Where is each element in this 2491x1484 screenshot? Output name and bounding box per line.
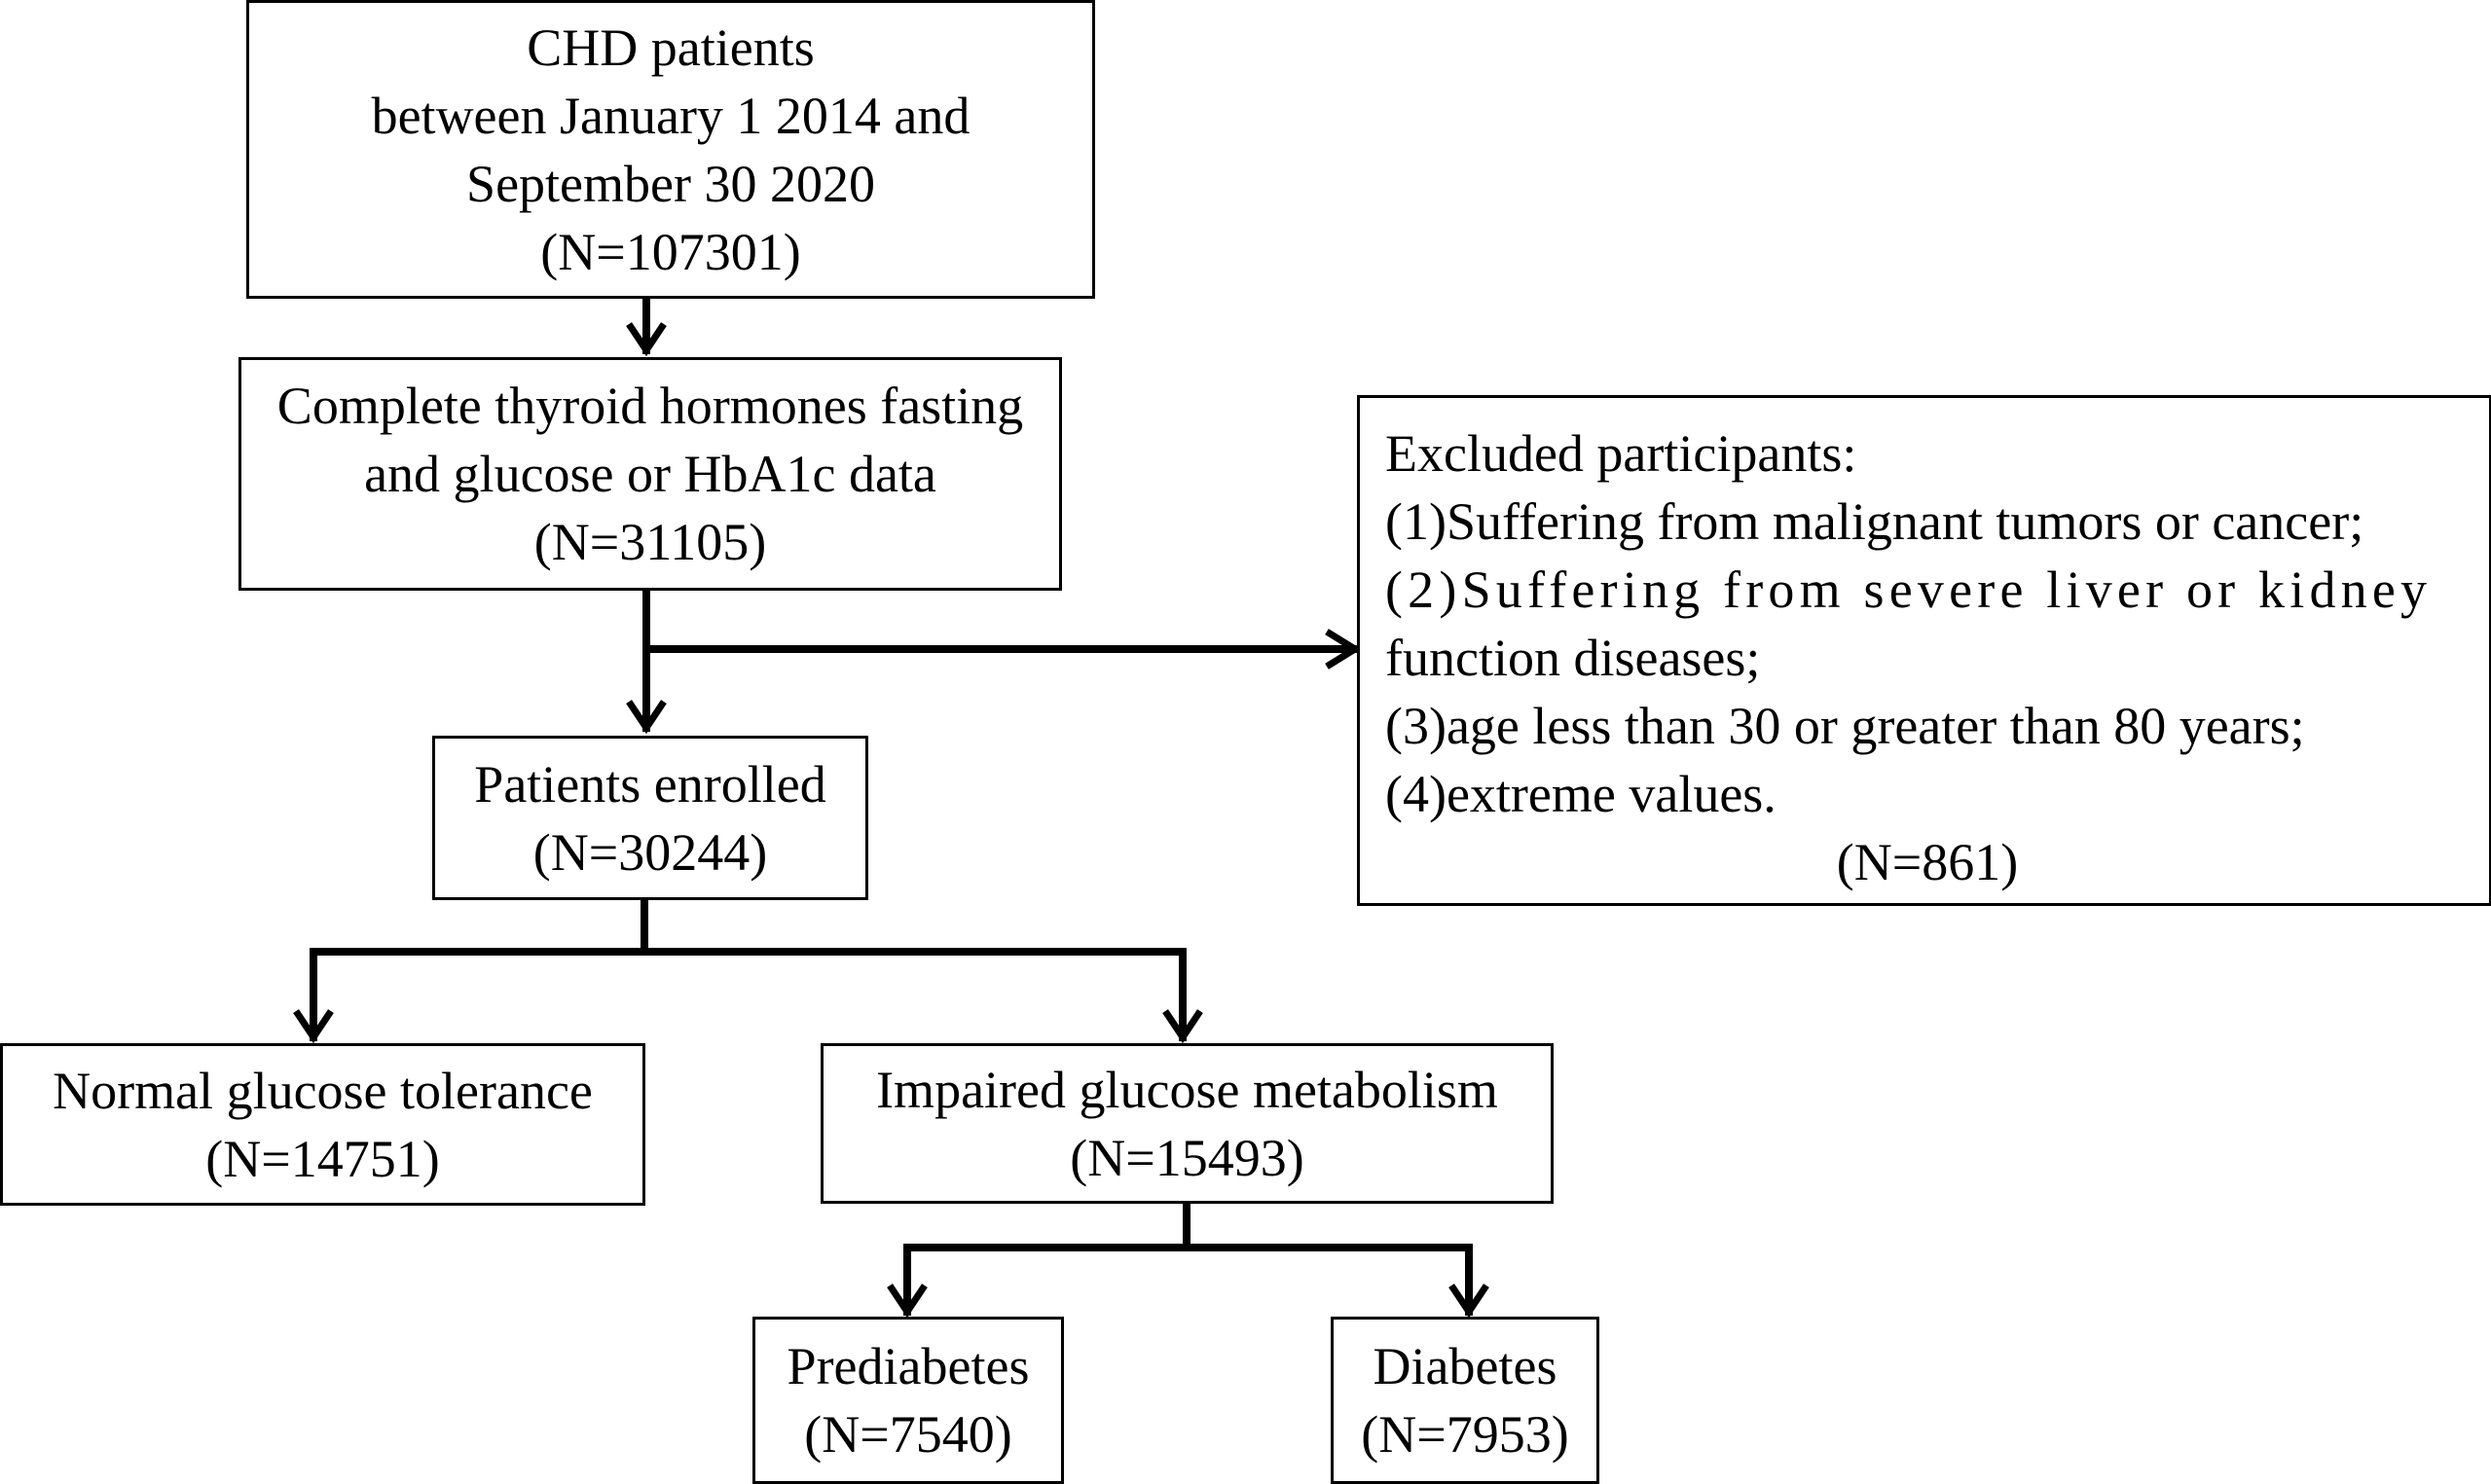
source-count: (N=107301) (540, 222, 801, 281)
enrolled-label: Patients enrolled (474, 754, 826, 814)
arrowhead-to-prediabetes (887, 1284, 928, 1319)
arrowhead-complete-to-enrolled (626, 700, 667, 735)
prediabetes-label: Prediabetes (787, 1337, 1030, 1395)
normal-glucose-label: Normal glucose tolerance (53, 1061, 593, 1120)
arrowhead-to-normal (293, 1009, 334, 1044)
impaired-glucose-box: Impaired glucose metabolism (N=15493) (821, 1043, 1554, 1204)
excluded-criterion-2: (2)Suffering from severe liver or kidney (1385, 561, 2433, 619)
source-line-2: between January 1 2014 and (371, 86, 971, 145)
excluded-criterion-4: (4)extreme values. (1385, 765, 1777, 823)
complete-data-line-1: Complete thyroid hormones fasting (276, 377, 1024, 435)
prediabetes-box: Prediabetes (N=7540) (752, 1317, 1064, 1484)
impaired-glucose-count: (N=15493) (1070, 1128, 1304, 1187)
arrowhead-source-to-complete (626, 322, 667, 357)
diabetes-box: Diabetes (N=7953) (1331, 1317, 1599, 1484)
normal-glucose-count: (N=14751) (205, 1129, 440, 1188)
excluded-criterion-3: (3)age less than 30 or greater than 80 y… (1385, 697, 2305, 755)
impaired-glucose-label: Impaired glucose metabolism (876, 1060, 1498, 1119)
diabetes-label: Diabetes (1373, 1337, 1557, 1395)
excluded-criterion-2-cont: function diseases; (1385, 629, 1761, 687)
prediabetes-count: (N=7540) (804, 1405, 1012, 1464)
excluded-criterion-1: (1)Suffering from malignant tumors or ca… (1385, 492, 2364, 551)
enrolled-count: (N=30244) (532, 822, 768, 882)
normal-glucose-box: Normal glucose tolerance (N=14751) (0, 1043, 645, 1206)
source-line-1: CHD patients (527, 18, 815, 77)
complete-data-line-2: and glucose or HbA1c data (364, 445, 936, 503)
complete-data-box: Complete thyroid hormones fasting and gl… (238, 357, 1062, 591)
excluded-title: Excluded participants: (1385, 424, 1857, 483)
source-line-3: September 30 2020 (466, 154, 875, 213)
complete-data-count: (N=31105) (533, 513, 767, 571)
arrowhead-to-excluded (1325, 629, 1362, 670)
arrowhead-to-impaired (1162, 1009, 1203, 1044)
source-population-box: CHD patients between January 1 2014 and … (246, 0, 1095, 299)
diabetes-count: (N=7953) (1361, 1405, 1569, 1464)
enrolled-box: Patients enrolled (N=30244) (432, 736, 868, 900)
excluded-participants-box: Excluded participants: (1)Suffering from… (1357, 395, 2491, 906)
excluded-count: (N=861) (1836, 833, 2019, 891)
arrowhead-to-diabetes (1448, 1284, 1489, 1319)
